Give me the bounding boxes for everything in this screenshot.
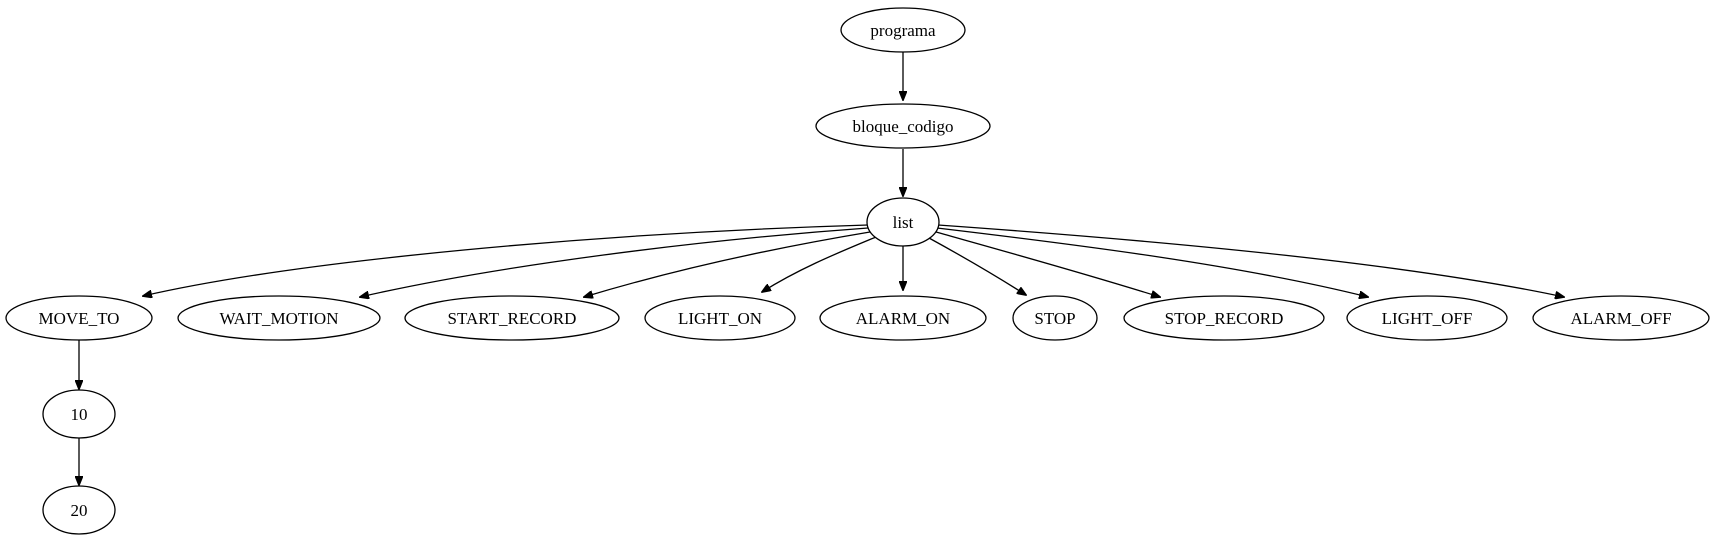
node-label: MOVE_TO [39,309,120,328]
node-light_on: LIGHT_ON [644,295,796,341]
node-move_to: MOVE_TO [5,295,153,341]
node-wait_motion: WAIT_MOTION [177,295,381,341]
node-label: STOP_RECORD [1165,309,1284,328]
node-label: list [893,213,914,232]
node-label: 20 [71,501,88,520]
edge-list-stop [928,237,1026,295]
node-alarm_off: ALARM_OFF [1532,295,1710,341]
node-label: bloque_codigo [852,117,953,136]
node-stop: STOP [1012,295,1098,341]
node-label: STOP [1034,309,1075,328]
node-label: LIGHT_OFF [1382,309,1473,328]
node-label: START_RECORD [448,309,577,328]
edge-list-move_to [143,224,869,296]
node-bloque_codigo: bloque_codigo [815,103,991,149]
node-list: list [866,197,940,247]
node-programa: programa [840,7,966,53]
edge-list-stop_record [935,231,1160,297]
node-20: 20 [42,485,116,535]
node-label: 10 [71,405,88,424]
node-label: WAIT_MOTION [220,309,339,328]
node-label: ALARM_ON [856,309,950,328]
edge-list-light_on [762,236,877,292]
edge-list-start_record [584,231,871,297]
node-light_off: LIGHT_OFF [1346,295,1508,341]
edge-list-wait_motion [360,227,869,297]
node-start_record: START_RECORD [404,295,620,341]
edge-list-light_off [936,227,1368,297]
edge-list-alarm_off [937,224,1564,297]
node-label: programa [870,21,936,40]
node-label: ALARM_OFF [1570,309,1671,328]
node-alarm_on: ALARM_ON [819,295,987,341]
node-stop_record: STOP_RECORD [1123,295,1325,341]
node-10: 10 [42,389,116,439]
node-label: LIGHT_ON [678,309,762,328]
